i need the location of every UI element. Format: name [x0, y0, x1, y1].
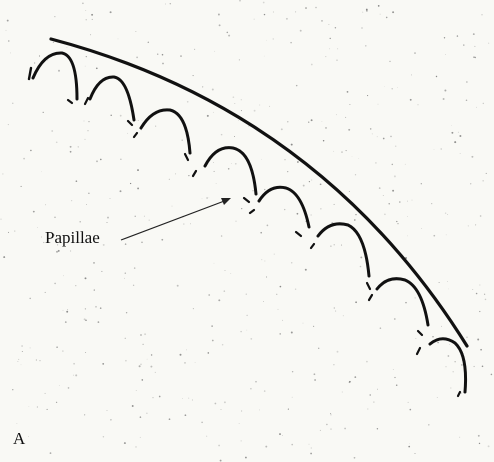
papilla-5 — [248, 185, 311, 238]
papilla-8 — [415, 337, 467, 398]
papilla-7 — [367, 277, 430, 337]
papilla-6 — [309, 222, 372, 291]
surface-line — [49, 37, 469, 348]
papillae-group — [27, 51, 467, 398]
papilla-2 — [83, 75, 136, 127]
panel-label: A — [13, 429, 26, 448]
papillae-label: Papillae — [45, 228, 100, 247]
papilla-4 — [191, 146, 258, 204]
papilla-1 — [27, 51, 79, 105]
papilla-3 — [132, 108, 192, 162]
callout-arrow — [120, 198, 231, 241]
